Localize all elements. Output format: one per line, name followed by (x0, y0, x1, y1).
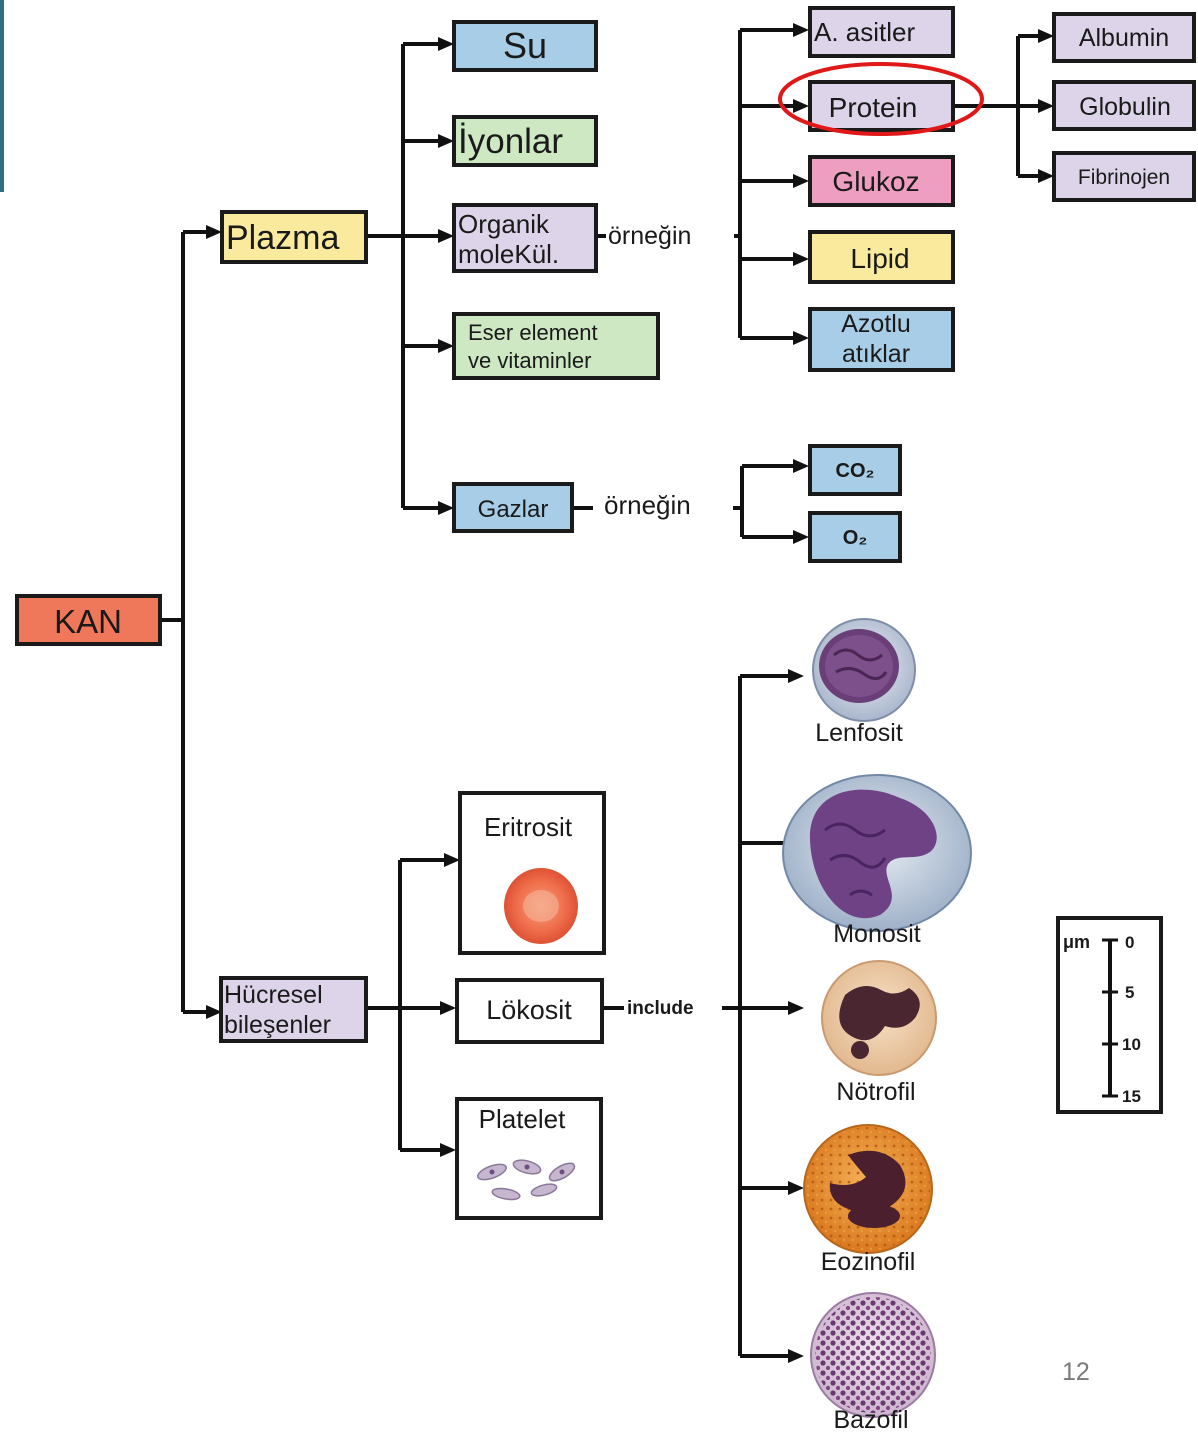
node-globulin: Globulin (1052, 80, 1196, 131)
ornegin-gas-text: örneğin (604, 490, 691, 520)
scale-unit: μm (1063, 932, 1090, 952)
scale-tick-15: 15 (1122, 1087, 1141, 1106)
slide-number: 12 (1062, 1358, 1090, 1386)
monosit-cell: Monosit (782, 774, 972, 948)
organik-label-line2: moleKül. (458, 239, 559, 269)
a-asitler-label: A. asitler (814, 17, 915, 47)
eozinofil-cell-icon (803, 1124, 933, 1254)
azotlu-label-line1: Azotlu (841, 310, 910, 338)
scale-tick-10: 10 (1122, 1035, 1141, 1054)
node-platelet: Platelet (455, 1097, 603, 1220)
platelet-label: Platelet (479, 1104, 566, 1134)
node-azotlu-atiklar: Azotlu atıklar (808, 307, 955, 372)
node-plazma: Plazma (220, 210, 368, 264)
globulin-label: Globulin (1079, 93, 1171, 121)
lenfosit-label: Lenfosit (815, 719, 903, 747)
plazma-label: Plazma (226, 219, 339, 257)
node-organik-molekul: Organik moleKül. (452, 203, 598, 273)
su-label: Su (503, 25, 547, 66)
kan-label: KAN (54, 603, 122, 640)
node-albumin: Albumin (1052, 12, 1196, 63)
notrofil-label: Nötrofil (836, 1078, 915, 1106)
node-iyonlar: İyonlar (452, 115, 598, 167)
node-glukoz: Glukoz (808, 155, 955, 207)
gazlar-label: Gazlar (478, 496, 549, 523)
bazofil-cell: Bazofil (810, 1292, 936, 1434)
lipid-label: Lipid (850, 243, 909, 274)
o2-label: O₂ (843, 527, 867, 549)
micrometer-scale: μm 0 5 10 15 (1056, 916, 1163, 1114)
bazofil-cell-icon (810, 1292, 936, 1418)
protein-highlight-ring (778, 62, 984, 136)
side-accent-bar (0, 0, 4, 192)
node-su: Su (452, 20, 598, 72)
iyonlar-label: İyonlar (458, 122, 563, 161)
hucresel-label-line1: Hücresel (224, 981, 323, 1009)
node-eritrosit: Eritrosit (458, 791, 606, 955)
ornegin-organic-text: örneğin (608, 222, 691, 250)
node-lipid: Lipid (808, 230, 955, 284)
lenfosit-cell: Lenfosit (812, 618, 916, 747)
eozinofil-label: Eozinofil (821, 1248, 916, 1276)
include-text: include (627, 998, 694, 1019)
node-a-asitler: A. asitler (808, 6, 955, 58)
eritrosit-label: Eritrosit (484, 812, 573, 842)
eozinofil-cell: Eozinofil (803, 1124, 933, 1276)
scale-tick-5: 5 (1125, 983, 1134, 1002)
hucresel-label-line2: bileşenler (224, 1011, 331, 1039)
bazofil-label: Bazofil (833, 1406, 908, 1434)
platelet-cells-icon (477, 1159, 576, 1201)
connector-lines (160, 23, 1054, 1363)
lokosit-label: Lökosit (486, 995, 572, 1025)
albumin-label: Albumin (1079, 24, 1169, 52)
co2-label: CO₂ (836, 460, 875, 482)
lenfosit-cell-icon (812, 618, 916, 722)
node-gazlar: Gazlar (452, 482, 574, 533)
node-protein: Protein (808, 80, 955, 132)
fibrinojen-label: Fibrinojen (1078, 166, 1170, 189)
node-hucresel-bilesenler: Hücresel bileşenler (219, 976, 368, 1043)
eser-label-line1: Eser element (468, 320, 598, 345)
azotlu-label-line2: atıklar (842, 340, 910, 368)
organik-label-line1: Organik (458, 209, 550, 239)
node-o2: O₂ (808, 511, 902, 563)
node-lokosit: Lökosit (455, 978, 604, 1044)
eser-label-line2: ve vitaminler (468, 348, 591, 373)
monosit-label: Monosit (833, 920, 921, 948)
glukoz-label: Glukoz (832, 166, 919, 197)
notrofil-cell: Nötrofil (821, 960, 937, 1106)
monosit-cell-icon (782, 774, 972, 932)
node-eser-element: Eser element ve vitaminler (452, 312, 660, 380)
node-kan: KAN (15, 594, 162, 646)
notrofil-cell-icon (821, 960, 937, 1076)
protein-label: Protein (829, 92, 918, 123)
scale-tick-0: 0 (1125, 933, 1134, 952)
node-co2: CO₂ (808, 444, 902, 496)
red-blood-cell-icon (504, 868, 578, 944)
node-fibrinojen: Fibrinojen (1052, 151, 1196, 202)
